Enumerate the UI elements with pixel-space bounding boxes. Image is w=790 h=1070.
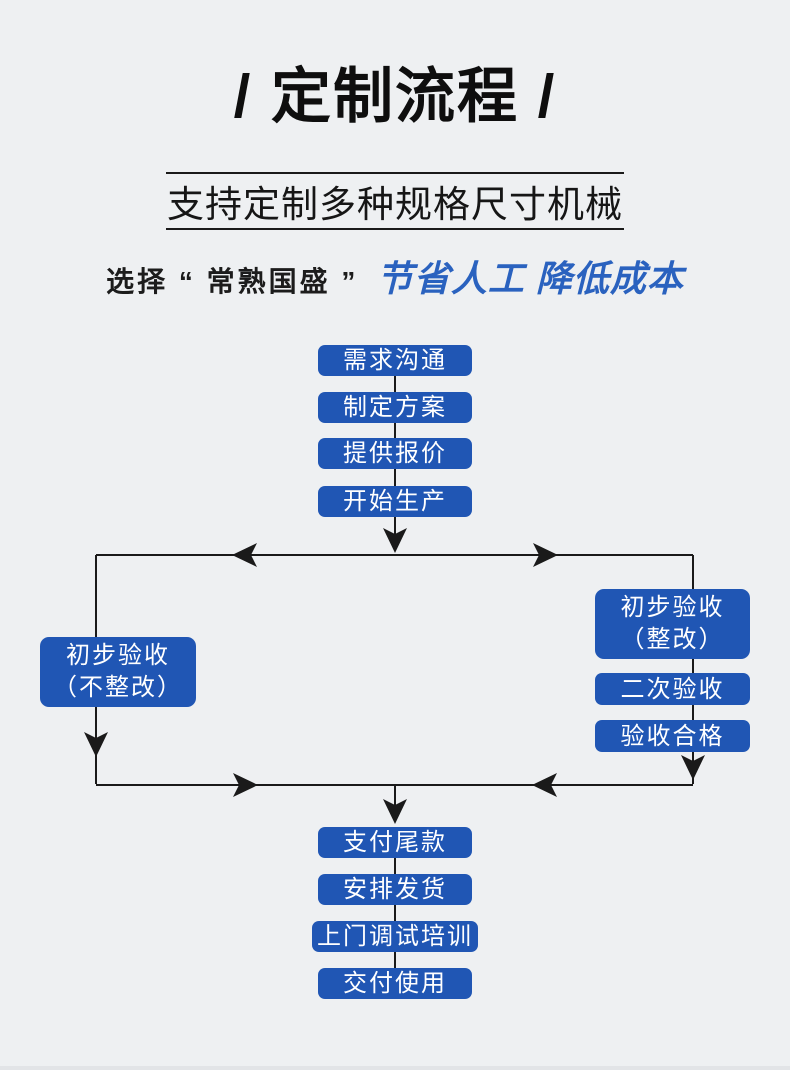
subtitle-banner: 支持定制多种规格尺寸机械 [166, 172, 624, 230]
arrow-left-icon [232, 543, 257, 567]
tagline-brand-text: 选择 “ 常熟国盛 ” [106, 266, 359, 297]
arrow-right-icon [533, 543, 558, 567]
arrow-down-icon [84, 732, 108, 757]
flow-node-start-production: 开始生产 [318, 486, 472, 517]
flow-node-onsite-training: 上门调试培训 [312, 921, 478, 952]
page-title: / 定制流程 / [233, 63, 557, 130]
page-bottom-edge [0, 1066, 790, 1070]
flow-node-provide-quotation: 提供报价 [318, 438, 472, 469]
arrow-down-icon [383, 528, 407, 553]
tagline-highlight-text: 节省人工 降低成本 [376, 258, 684, 299]
flow-node-make-plan: 制定方案 [318, 392, 472, 423]
flow-node-initial-acceptance-no-rework: 初步验收 （不整改） [40, 637, 196, 707]
arrow-right-icon [233, 773, 258, 797]
flow-node-acceptance-passed: 验收合格 [595, 720, 750, 752]
subtitle-text: 支持定制多种规格尺寸机械 [167, 184, 623, 225]
flow-node-delivery-use: 交付使用 [318, 968, 472, 999]
tagline: 选择 “ 常熟国盛 ” 节省人工 降低成本 [0, 250, 790, 302]
flow-node-second-acceptance: 二次验收 [595, 673, 750, 705]
flow-node-requirement-communication: 需求沟通 [318, 345, 472, 376]
arrow-down-icon [383, 799, 407, 824]
flow-node-arrange-shipment: 安排发货 [318, 874, 472, 905]
flow-node-pay-balance: 支付尾款 [318, 827, 472, 858]
arrow-left-icon [532, 773, 557, 797]
flow-node-initial-acceptance-rework: 初步验收 （整改） [595, 589, 750, 659]
arrow-down-icon [681, 755, 705, 780]
